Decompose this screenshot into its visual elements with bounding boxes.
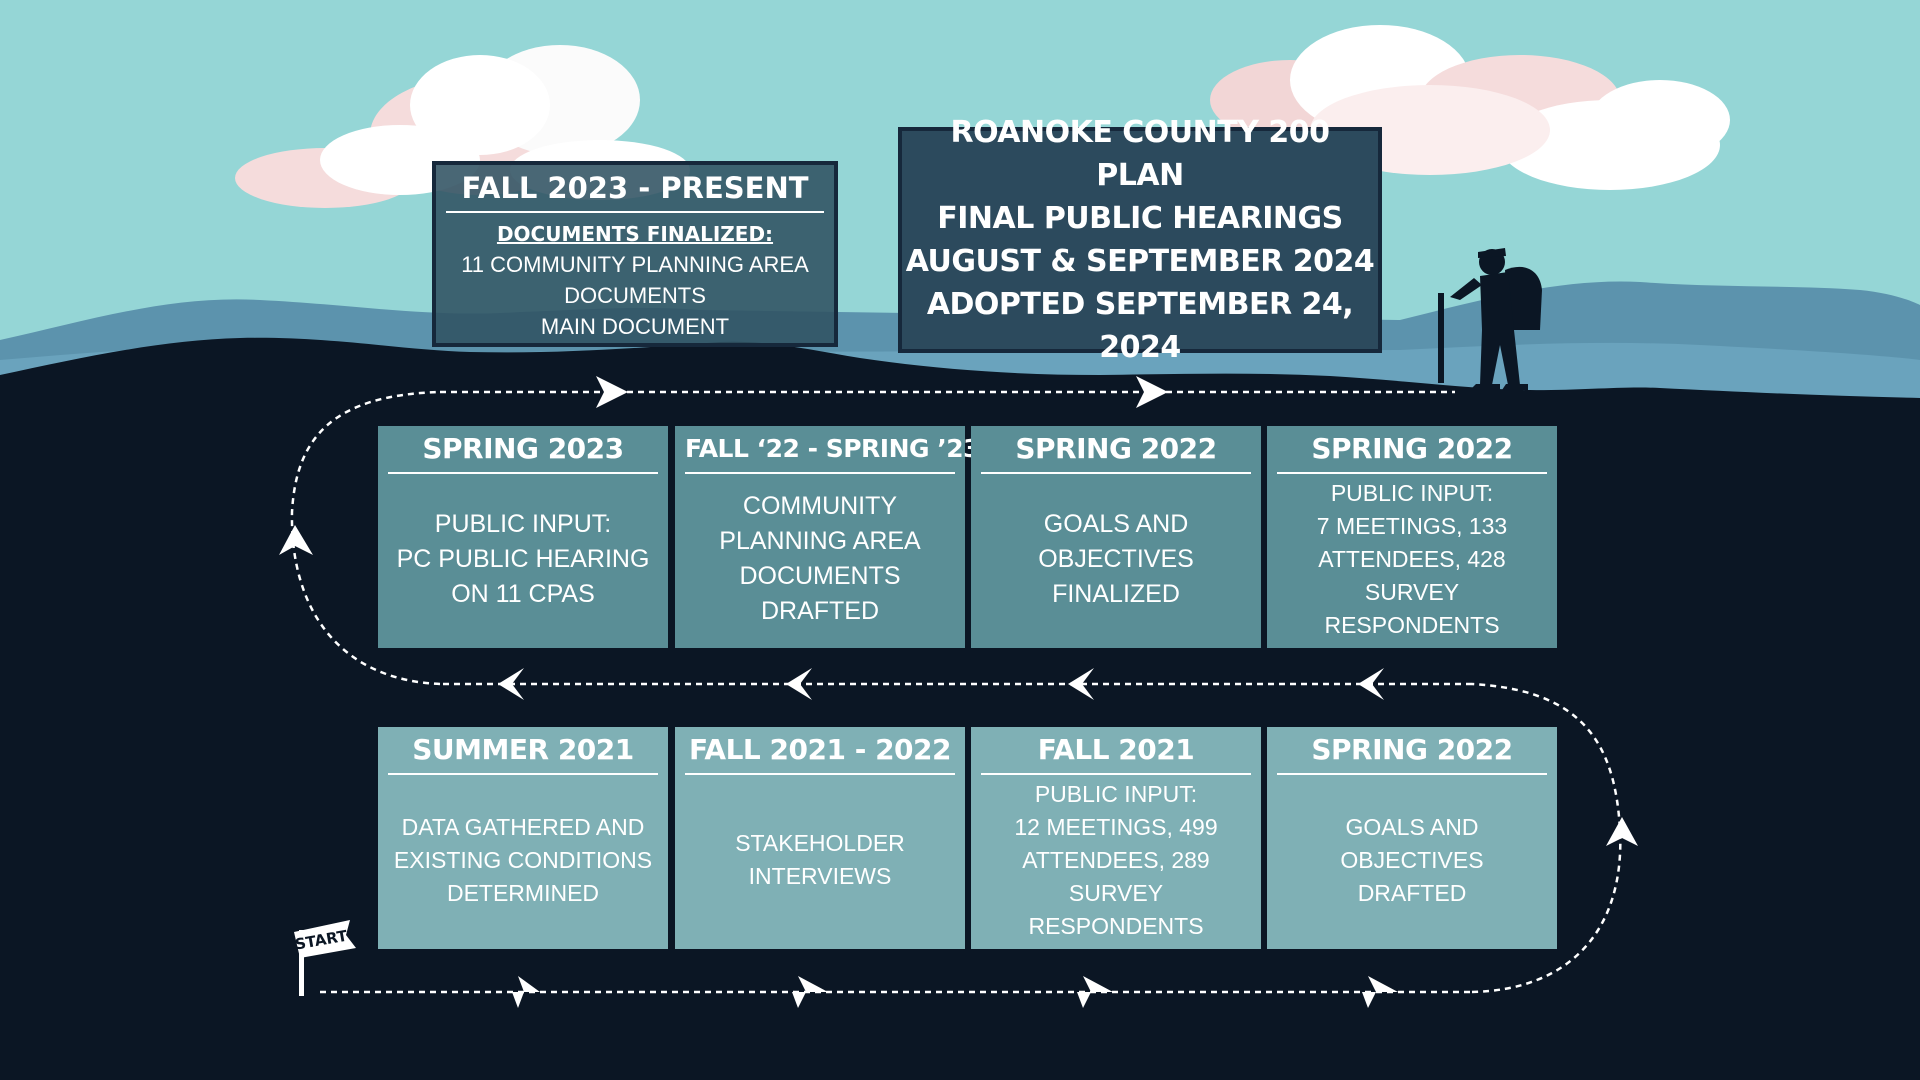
milestone-spring-2022-finalized: SPRING 2022 GOALS AND OBJECTIVES FINALIZ… <box>971 426 1261 648</box>
milestone-line: PUBLIC INPUT: <box>434 509 612 538</box>
milestone-line: 12 MEETINGS, 499 <box>1014 813 1218 840</box>
fall-2023-line: 11 COMMUNITY PLANNING AREA <box>461 252 809 277</box>
title-line: AUGUST & SEPTEMBER 2024 <box>905 244 1375 279</box>
fall-2023-heading: FALL 2023 - PRESENT <box>446 165 824 213</box>
milestone-fall-22-spring-23: FALL ‘22 - SPRING ’23 COMMUNITY PLANNING… <box>675 426 981 648</box>
milestone-heading: SPRING 2023 <box>388 426 658 474</box>
milestone-line: DRAFTED <box>1357 879 1467 906</box>
fall-2023-subheading: DOCUMENTS FINALIZED: <box>496 222 774 246</box>
milestone-heading: SPRING 2022 <box>1277 727 1547 775</box>
title-line: ADOPTED SEPTEMBER 24, 2024 <box>926 287 1354 365</box>
milestone-line: PUBLIC INPUT: <box>1330 479 1494 506</box>
milestone-line: PUBLIC INPUT: <box>1034 780 1198 807</box>
milestone-line: OBJECTIVES <box>1340 846 1484 873</box>
title-line: FINAL PUBLIC HEARINGS <box>937 201 1343 236</box>
milestone-line: ATTENDEES, 289 <box>1022 846 1210 873</box>
milestone-spring-2023: SPRING 2023 PUBLIC INPUT: PC PUBLIC HEAR… <box>378 426 668 648</box>
milestone-line: COMMUNITY <box>742 492 898 520</box>
fall-2023-line: DOCUMENTS <box>564 283 706 308</box>
milestone-line: INTERVIEWS <box>748 863 892 889</box>
milestone-line: DATA GATHERED AND <box>401 813 645 840</box>
milestone-line: OBJECTIVES <box>1038 544 1194 573</box>
milestone-line: DETERMINED <box>446 879 600 906</box>
milestone-line: RESPONDENTS <box>1324 611 1500 638</box>
fall-2023-line: MAIN DOCUMENT <box>540 314 730 339</box>
milestone-heading: SUMMER 2021 <box>388 727 658 775</box>
fall-2023-box: FALL 2023 - PRESENT DOCUMENTS FINALIZED:… <box>432 161 838 347</box>
hiker-icon <box>1438 248 1542 390</box>
milestone-spring-2022-public-input: SPRING 2022 PUBLIC INPUT: 7 MEETINGS, 13… <box>1267 426 1557 648</box>
milestone-line: ATTENDEES, 428 SURVEY <box>1318 545 1506 605</box>
milestone-line: 7 MEETINGS, 133 <box>1316 512 1508 539</box>
milestone-fall-2021: FALL 2021 PUBLIC INPUT: 12 MEETINGS, 499… <box>971 727 1261 949</box>
milestone-heading: SPRING 2022 <box>981 426 1251 474</box>
milestone-line: ON 11 CPAS <box>451 579 595 608</box>
milestone-heading: FALL ‘22 - SPRING ’23 <box>685 426 981 474</box>
cloud-icon <box>235 45 690 208</box>
milestone-line: SURVEY RESPONDENTS <box>1028 879 1204 939</box>
plan-title-box: ROANOKE COUNTY 200 PLAN FINAL PUBLIC HEA… <box>898 115 1382 365</box>
milestone-line: FINALIZED <box>1052 579 1180 608</box>
milestone-line: DRAFTED <box>760 597 880 625</box>
milestone-line: EXISTING CONDITIONS <box>393 846 653 873</box>
milestone-heading: SPRING 2022 <box>1277 426 1547 474</box>
milestone-heading: FALL 2021 - 2022 <box>685 727 955 775</box>
milestone-line: GOALS AND <box>1043 509 1189 538</box>
arrow-icon <box>279 376 1638 1008</box>
milestone-line: STAKEHOLDER <box>735 830 905 856</box>
title-line: ROANOKE COUNTY 200 PLAN <box>950 115 1330 193</box>
milestone-spring-2022-drafted: SPRING 2022 GOALS AND OBJECTIVES DRAFTED <box>1267 727 1557 949</box>
milestone-line: PLANNING AREA <box>719 527 921 555</box>
milestone-line: GOALS AND <box>1345 813 1479 840</box>
milestone-fall-2021-2022: FALL 2021 - 2022 STAKEHOLDER INTERVIEWS <box>675 727 965 949</box>
milestone-line: PC PUBLIC HEARING <box>396 544 650 573</box>
milestone-summer-2021: SUMMER 2021 DATA GATHERED AND EXISTING C… <box>378 727 668 949</box>
start-flag-icon: START <box>294 920 356 996</box>
milestone-line: DOCUMENTS <box>739 562 901 590</box>
milestone-heading: FALL 2021 <box>981 727 1251 775</box>
